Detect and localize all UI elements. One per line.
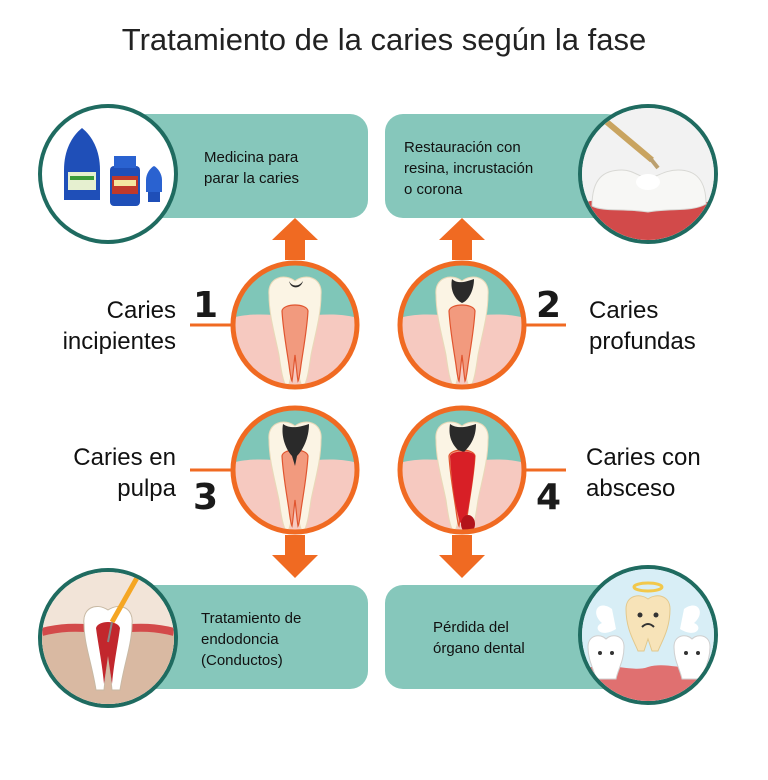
- treatment-text-4: Pérdida del órgano dental: [433, 619, 525, 657]
- stage-number-4: 4: [536, 477, 562, 518]
- stage-label-1: Caries incipientes: [62, 297, 176, 355]
- tooth-stage-4-icon: [397, 405, 527, 535]
- arrow-down-4: [439, 535, 485, 578]
- stage-number-1: 1: [193, 285, 219, 326]
- page-title: Tratamiento de la caries según la fase: [121, 22, 647, 57]
- tooth-stage-1-icon: [230, 260, 360, 390]
- arrow-up-2: [439, 218, 485, 260]
- fluoride-bottles-icon: [38, 104, 178, 244]
- stage-label-4: Caries con absceso: [586, 444, 701, 502]
- treatment-text-1: Medicina para parar la caries: [204, 149, 300, 187]
- arrow-down-3: [272, 535, 318, 578]
- treatment-text-2: Restauración con resina, incrustación o …: [404, 139, 534, 198]
- stage-label-2: Caries profundas: [589, 297, 696, 355]
- stage-label-3: Caries en pulpa: [73, 444, 176, 502]
- stage-number-2: 2: [536, 285, 562, 326]
- tooth-stage-2-icon: [397, 260, 527, 390]
- stage-number-3: 3: [193, 477, 219, 518]
- lost-tooth-angel-icon: [578, 565, 718, 705]
- resin-filling-icon: [578, 104, 718, 244]
- treatment-text-3: Tratamiento de endodoncia (Conductos): [201, 610, 302, 669]
- tooth-stage-3-icon: [230, 405, 360, 535]
- arrow-up-1: [272, 218, 318, 260]
- root-canal-icon: [38, 568, 178, 708]
